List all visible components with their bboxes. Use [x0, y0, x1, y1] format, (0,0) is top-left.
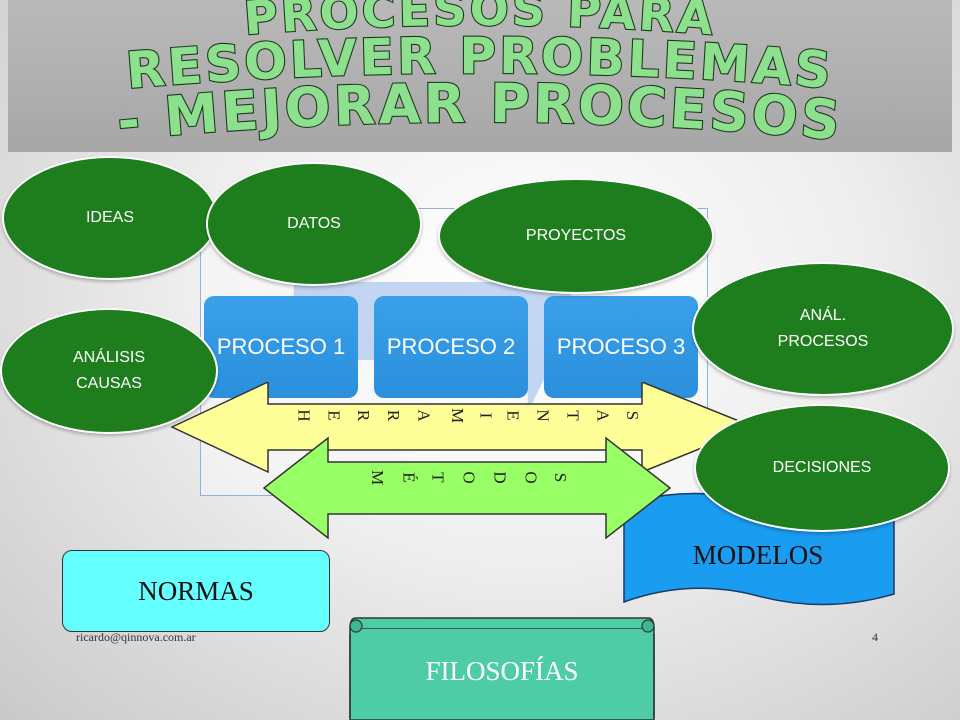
normas-box: NORMAS [62, 550, 330, 632]
oval-datos: DATOS [206, 162, 422, 286]
title-line-1: PROCESOS PARA [241, 0, 716, 47]
title-line-3: - MEJORAR PROCESOS [113, 71, 843, 154]
met-letter: M [368, 469, 388, 486]
oval-ideas: IDEAS [2, 156, 218, 280]
herr-letter: N [533, 409, 553, 422]
oval-anal-procesos: ANÁL. PROCESOS [692, 262, 954, 396]
process-box-2: PROCESO 2 [374, 296, 528, 398]
met-letter: S [551, 472, 571, 483]
metodos-arrow [262, 436, 672, 540]
met-letter: T [429, 472, 449, 483]
herr-letter: E [503, 410, 523, 421]
herr-letter: H [294, 409, 314, 422]
herr-letter: T [563, 410, 583, 421]
met-letter: É [399, 472, 419, 483]
page-number: 4 [872, 630, 878, 644]
oval-ideas-label: IDEAS [85, 209, 134, 226]
process-label-2: PROCESO 2 [386, 334, 516, 359]
herr-letter: A [593, 409, 613, 422]
herr-letter: A [415, 409, 435, 422]
met-letter: O [459, 471, 479, 484]
oval-datos-label: DATOS [287, 215, 341, 232]
svg-text:- MEJORAR PROCESOS: - MEJORAR PROCESOS [114, 72, 845, 153]
oval-decisiones-label: DECISIONES [772, 459, 872, 476]
herr-letter: R [354, 409, 374, 422]
oval-proyectos-label: PROYECTOS [525, 227, 627, 244]
herr-letter: S [623, 410, 643, 421]
oval-decisiones: DECISIONES [694, 404, 950, 532]
filosofias-label: FILOSOFÍAS [425, 656, 578, 686]
met-letter: O [521, 471, 541, 484]
herr-letter: I [476, 412, 496, 419]
met-letter: D [490, 471, 510, 484]
title-band [8, 0, 952, 152]
footer-email: ricardo@qinnova.com.ar [76, 630, 196, 644]
process-label-1: PROCESO 1 [216, 334, 346, 359]
title-wordart: PROCESOS PARA RESOLVER PROBLEMAS - MEJOR… [113, 0, 845, 154]
oval-anal-procesos-label: ANÁL. PROCESOS [777, 307, 869, 350]
process-box-1: PROCESO 1 [204, 296, 358, 398]
herr-letter: E [324, 410, 344, 421]
oval-proyectos: PROYECTOS [438, 178, 714, 294]
svg-text:PROCESOS PARA: PROCESOS PARA [242, 0, 718, 46]
process-box-3: PROCESO 3 [544, 296, 698, 398]
process-label-3: PROCESO 3 [556, 334, 686, 359]
normas-label: NORMAS [138, 575, 254, 606]
oval-analisis-causas: ANÁLISIS CAUSAS [0, 308, 218, 434]
herr-letter: R [384, 409, 404, 422]
filosofias-scroll: FILOSOFÍAS [349, 617, 655, 720]
modelos-label: MODELOS [693, 540, 824, 570]
oval-analisis-causas-label: ANÁLISIS CAUSAS [72, 349, 146, 392]
herr-letter: M [447, 407, 467, 424]
